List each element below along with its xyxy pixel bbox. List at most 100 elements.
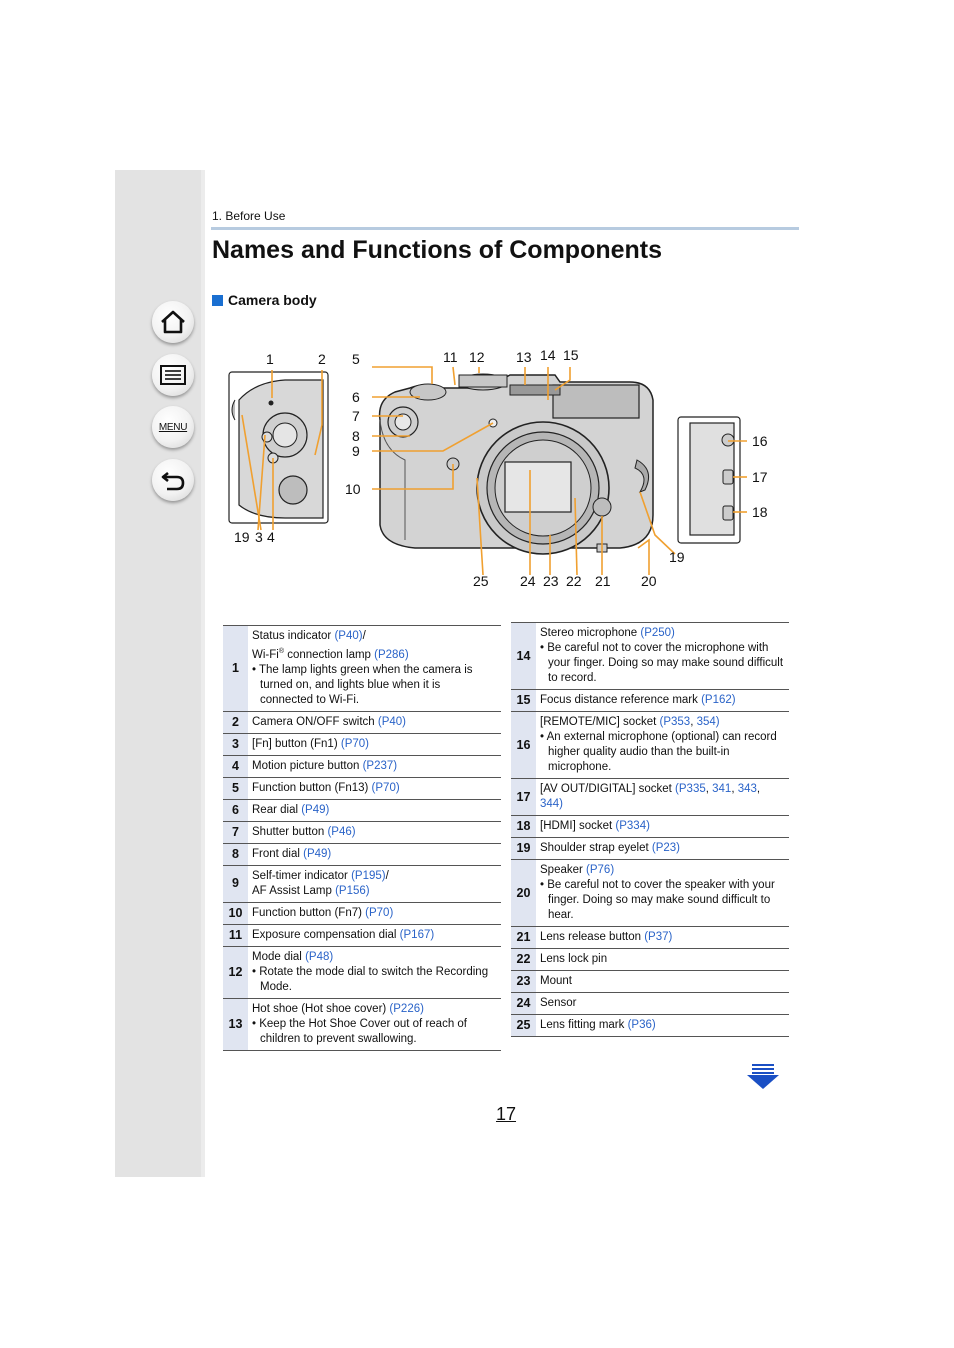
callout-label: 25 xyxy=(473,573,489,589)
page-reference-link[interactable]: (P250) xyxy=(640,627,675,639)
home-icon xyxy=(161,310,185,334)
description-text: Mode dial xyxy=(252,950,306,963)
callout-labels: 1 2 5 6 7 8 9 10 11 12 13 14 15 16 17 18… xyxy=(234,347,768,589)
component-description: Exposure compensation dial (P167) xyxy=(248,924,501,947)
page-reference-link[interactable]: 354) xyxy=(696,716,720,728)
page-reference-link[interactable]: (P49) xyxy=(301,803,330,816)
description-text: AF Assist Lamp xyxy=(252,884,336,897)
page-reference-link[interactable]: 341 xyxy=(712,783,732,795)
description-note: • Be careful not to cover the microphone… xyxy=(540,641,784,686)
bullet-icon: • xyxy=(252,1017,260,1030)
side-view-inset xyxy=(677,416,741,544)
page-reference-link[interactable]: (P162) xyxy=(701,694,736,706)
component-number: 8 xyxy=(223,843,248,866)
page-reference-link[interactable]: 344) xyxy=(540,798,564,810)
page-reference-link[interactable]: (P48) xyxy=(305,950,334,963)
component-number: 1 xyxy=(223,625,248,712)
description-text: Mount xyxy=(540,975,572,987)
component-description: Rear dial (P49) xyxy=(248,799,501,822)
description-line: [AV OUT/DIGITAL] socket (P335, 341, 343,… xyxy=(540,782,784,812)
description-text: Speaker xyxy=(540,864,587,876)
description-text: / xyxy=(385,869,389,882)
callout-label: 20 xyxy=(641,573,657,589)
component-number: 10 xyxy=(223,902,248,925)
description-text: , xyxy=(690,716,697,728)
page-reference-link[interactable]: (P353 xyxy=(659,716,691,728)
page-reference-link[interactable]: (P46) xyxy=(327,825,356,838)
component-description: Speaker (P76)• Be careful not to cover t… xyxy=(536,859,789,927)
contents-button[interactable] xyxy=(152,354,194,396)
component-row: 17[AV OUT/DIGITAL] socket (P335, 341, 34… xyxy=(511,778,789,816)
component-number: 13 xyxy=(223,998,248,1051)
page-number: 17 xyxy=(495,1104,517,1124)
page-reference-link[interactable]: (P334) xyxy=(615,820,650,832)
page-reference-link[interactable]: (P49) xyxy=(303,847,332,860)
page-reference-link[interactable]: (P167) xyxy=(399,928,435,941)
component-description: Lens lock pin xyxy=(536,948,789,971)
component-description: Hot shoe (Hot shoe cover) (P226) • Keep t… xyxy=(248,998,501,1051)
component-number: 15 xyxy=(511,689,536,712)
page-reference-link[interactable]: (P70) xyxy=(365,906,394,919)
callout-label: 8 xyxy=(352,428,360,444)
page-reference-link[interactable]: (P37) xyxy=(644,931,673,943)
page-reference-link[interactable]: (P335 xyxy=(675,783,706,795)
description-line: Function button (Fn7) (P70) xyxy=(252,906,496,921)
component-number: 23 xyxy=(511,970,536,993)
component-number: 11 xyxy=(223,924,248,947)
section-bullet-icon xyxy=(212,294,223,306)
page-reference-link[interactable]: (P23) xyxy=(651,842,680,854)
component-row: 4 Motion picture button (P237) xyxy=(223,755,501,778)
component-description: Camera ON/OFF switch (P40) xyxy=(248,711,501,734)
description-line: Lens lock pin xyxy=(540,952,784,967)
page-reference-link[interactable]: 343 xyxy=(737,783,757,795)
description-text: Status indicator xyxy=(252,630,335,642)
callout-label: 12 xyxy=(469,349,485,365)
home-button[interactable] xyxy=(152,301,194,343)
component-description: Status indicator (P40)/Wi-Fi® connection… xyxy=(248,625,501,712)
page-reference-link[interactable]: (P226) xyxy=(389,1002,424,1015)
page-reference-link[interactable]: (P286) xyxy=(374,648,409,661)
description-text: [HDMI] socket xyxy=(540,820,616,832)
page-reference-link[interactable]: (P195) xyxy=(351,869,386,882)
page-reference-link[interactable]: (P237) xyxy=(362,759,398,772)
page-reference-link[interactable]: (P70) xyxy=(340,737,369,750)
page-reference-link[interactable]: (P76) xyxy=(586,864,615,876)
note-text: Be careful not to cover the microphone w… xyxy=(547,642,784,684)
back-button[interactable] xyxy=(152,459,194,501)
bullet-icon: • xyxy=(540,642,548,654)
description-text: Hot shoe (Hot shoe cover) xyxy=(252,1002,390,1015)
component-number: 24 xyxy=(511,992,536,1015)
page-reference-link[interactable]: (P70) xyxy=(371,781,400,794)
callout-label: 17 xyxy=(752,469,768,485)
description-text: [Fn] button (Fn1) xyxy=(252,737,341,750)
description-line: Stereo microphone (P250) xyxy=(540,626,784,641)
callout-label: 19 xyxy=(669,549,685,565)
menu-button[interactable]: MENU xyxy=(152,406,194,448)
top-view-inset xyxy=(228,371,329,524)
note-text: Keep the Hot Shoe Cover out of reach of … xyxy=(259,1017,468,1045)
page-reference-link[interactable]: (P156) xyxy=(335,884,370,897)
description-text: , xyxy=(731,783,738,795)
bullet-icon: • xyxy=(540,879,548,891)
component-number: 4 xyxy=(223,755,248,778)
component-number: 21 xyxy=(511,926,536,949)
description-text: Motion picture button xyxy=(252,759,363,772)
back-arrow-icon xyxy=(161,471,185,491)
component-row: 16[REMOTE/MIC] socket (P353, 354)• An ex… xyxy=(511,711,789,779)
next-page-arrow-icon[interactable] xyxy=(746,1063,780,1091)
component-row: 10 Function button (Fn7) (P70) xyxy=(223,902,501,925)
list-icon xyxy=(160,365,186,385)
page-reference-link[interactable]: (P40) xyxy=(377,715,407,728)
component-description: Mount xyxy=(536,970,789,993)
description-line: Lens fitting mark (P36) xyxy=(540,1018,784,1033)
page-reference-link[interactable]: (P36) xyxy=(627,1019,656,1031)
page-reference-link[interactable]: (P40) xyxy=(334,630,363,642)
